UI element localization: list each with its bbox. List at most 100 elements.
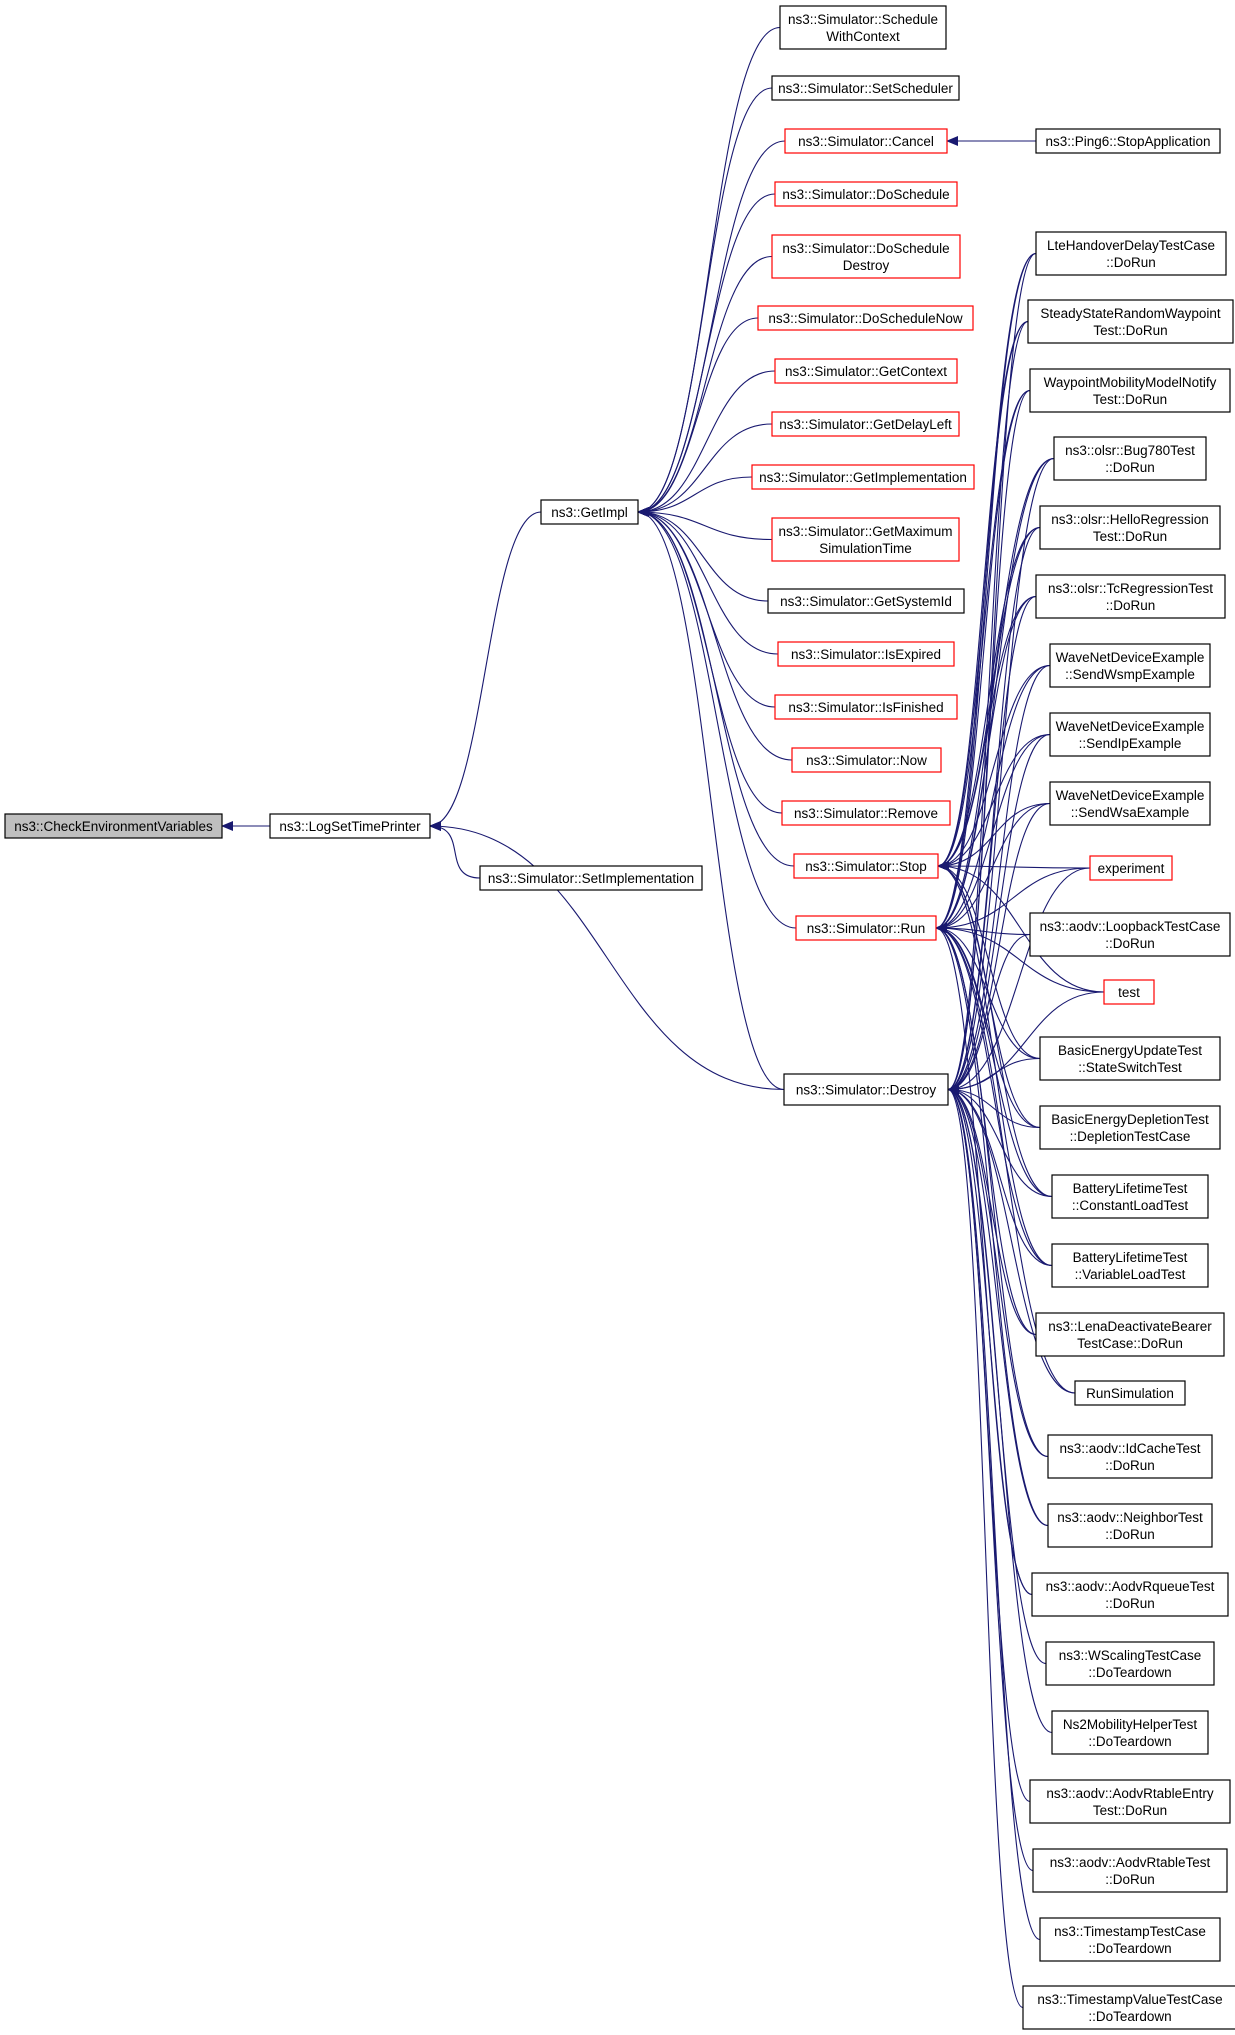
node-label: WaveNetDeviceExample <box>1056 650 1205 665</box>
node-label: ::VariableLoadTest <box>1075 1267 1186 1282</box>
edge-bedt-to-destroy <box>947 1084 1041 1129</box>
edge-lena-to-destroy <box>947 1084 1037 1336</box>
node-rtable[interactable]: ns3::aodv::AodvRtableTest::DoRun <box>1032 1848 1228 1893</box>
edge-bltc-to-run <box>935 923 1053 1198</box>
node-box <box>1047 1503 1213 1548</box>
node-label: ::DoRun <box>1106 255 1156 270</box>
node-ns2mob[interactable]: Ns2MobilityHelperTest::DoTeardown <box>1051 1710 1209 1755</box>
node-wsa[interactable]: WaveNetDeviceExample::SendWsaExample <box>1049 781 1211 826</box>
node-lte[interactable]: LteHandoverDelayTestCase::DoRun <box>1035 231 1227 276</box>
node-getimplm[interactable]: ns3::Simulator::GetImplementation <box>751 464 975 490</box>
node-label: SteadyStateRandomWaypoint <box>1040 306 1221 321</box>
node-isexp[interactable]: ns3::Simulator::IsExpired <box>777 641 955 667</box>
node-cancel[interactable]: ns3::Simulator::Cancel <box>784 128 948 154</box>
node-getsys[interactable]: ns3::Simulator::GetSystemId <box>767 588 965 614</box>
node-bedt[interactable]: BasicEnergyDepletionTest::DepletionTestC… <box>1039 1105 1221 1150</box>
node-box <box>269 813 431 839</box>
node-getctx[interactable]: ns3::Simulator::GetContext <box>774 358 958 384</box>
node-ping6[interactable]: ns3::Ping6::StopApplication <box>1035 128 1221 154</box>
node-run[interactable]: ns3::Simulator::Run <box>795 915 937 941</box>
node-wscaling[interactable]: ns3::WScalingTestCase::DoTeardown <box>1045 1641 1215 1686</box>
edge-isexp-to-getimpl <box>637 507 779 655</box>
node-dosched[interactable]: ns3::Simulator::DoSchedule <box>774 181 958 207</box>
node-label: ::DoRun <box>1105 460 1155 475</box>
node-label: ns3::Simulator::Remove <box>794 806 938 821</box>
edge-lte-to-destroy <box>947 252 1037 1095</box>
edge-ns2mob-to-destroy <box>947 1084 1053 1734</box>
edge-wsmp-to-run <box>935 664 1051 933</box>
node-rqueue[interactable]: ns3::aodv::AodvRqueueTest::DoRun <box>1031 1572 1229 1617</box>
node-getimpl[interactable]: ns3::GetImpl <box>540 499 639 525</box>
node-label: ns3::Simulator::Destroy <box>796 1083 937 1098</box>
node-box <box>1027 299 1234 344</box>
node-neighbor[interactable]: ns3::aodv::NeighborTest::DoRun <box>1047 1503 1213 1548</box>
node-label: ::DepletionTestCase <box>1070 1129 1191 1144</box>
node-box <box>1035 574 1226 619</box>
node-setimpl[interactable]: ns3::Simulator::SetImplementation <box>479 865 703 891</box>
node-label: BasicEnergyUpdateTest <box>1058 1043 1202 1058</box>
edge-hello-to-run <box>935 526 1041 933</box>
node-runsim[interactable]: RunSimulation <box>1074 1380 1186 1406</box>
node-wsmp[interactable]: WaveNetDeviceExample::SendWsmpExample <box>1049 643 1211 688</box>
node-box <box>757 305 974 331</box>
node-label: ns3::Simulator::GetMaximum <box>778 524 952 539</box>
edge-tcreg-to-run <box>935 595 1037 933</box>
node-label: ns3::LenaDeactivateBearer <box>1048 1319 1212 1334</box>
node-isfin[interactable]: ns3::Simulator::IsFinished <box>774 694 958 720</box>
edge-runsim-to-destroy <box>947 1084 1076 1394</box>
node-loopback[interactable]: ns3::aodv::LoopbackTestCase::DoRun <box>1029 912 1231 957</box>
node-label: ns3::aodv::AodvRtableEntry <box>1046 1786 1214 1801</box>
node-beut[interactable]: BasicEnergyUpdateTest::StateSwitchTest <box>1039 1036 1221 1081</box>
node-tcreg[interactable]: ns3::olsr::TcRegressionTest::DoRun <box>1035 574 1226 619</box>
edge-wsa-to-destroy <box>947 802 1051 1095</box>
node-box <box>1049 781 1211 826</box>
node-box <box>779 5 947 50</box>
node-timestamp[interactable]: ns3::TimestampTestCase::DoTeardown <box>1039 1917 1221 1962</box>
node-label: Test::DoRun <box>1093 1803 1167 1818</box>
node-cev[interactable]: ns3::CheckEnvironmentVariables <box>4 813 223 839</box>
node-box <box>767 588 965 614</box>
node-label: WaveNetDeviceExample <box>1056 788 1205 803</box>
node-test[interactable]: test <box>1103 979 1155 1005</box>
node-setsched[interactable]: ns3::Simulator::SetScheduler <box>771 75 960 101</box>
edge-setsched-to-getimpl <box>637 87 773 517</box>
node-idcache[interactable]: ns3::aodv::IdCacheTest::DoRun <box>1047 1434 1213 1479</box>
node-experiment[interactable]: experiment <box>1089 855 1173 881</box>
node-box <box>1029 368 1231 413</box>
edge-rqueue-to-run <box>935 923 1033 1596</box>
node-sendip[interactable]: WaveNetDeviceExample::SendIpExample <box>1049 712 1211 757</box>
node-lstp[interactable]: ns3::LogSetTimePrinter <box>269 813 431 839</box>
node-box <box>771 517 960 562</box>
node-label: ns3::Simulator::DoScheduleNow <box>768 311 963 326</box>
node-stop[interactable]: ns3::Simulator::Stop <box>793 853 939 879</box>
node-doschedn[interactable]: ns3::Simulator::DoScheduleNow <box>757 305 974 331</box>
node-now[interactable]: ns3::Simulator::Now <box>791 747 942 773</box>
node-getdelay[interactable]: ns3::Simulator::GetDelayLeft <box>771 411 960 437</box>
edge-rtable-to-destroy <box>947 1084 1034 1872</box>
node-label: ::DoTeardown <box>1088 1941 1171 1956</box>
node-tsvalue[interactable]: ns3::TimestampValueTestCase::DoTeardown <box>1022 1985 1235 2030</box>
node-destroy[interactable]: ns3::Simulator::Destroy <box>783 1073 949 1106</box>
node-label: ns3::olsr::Bug780Test <box>1065 443 1195 458</box>
edge-dosched-to-getimpl <box>637 193 776 517</box>
node-bltc[interactable]: BatteryLifetimeTest::ConstantLoadTest <box>1051 1174 1209 1219</box>
node-label: ns3::LogSetTimePrinter <box>279 819 421 834</box>
edge-experiment-to-run <box>935 867 1091 933</box>
node-bltv[interactable]: BatteryLifetimeTest::VariableLoadTest <box>1051 1243 1209 1288</box>
node-box <box>774 181 958 207</box>
node-bug780[interactable]: ns3::olsr::Bug780Test::DoRun <box>1053 436 1207 481</box>
node-label: Test::DoRun <box>1093 323 1167 338</box>
node-remove[interactable]: ns3::Simulator::Remove <box>781 800 951 826</box>
node-box <box>783 1073 949 1106</box>
node-box <box>1089 855 1173 881</box>
edge-bltc-to-stop <box>937 861 1053 1198</box>
node-label: ::SendWsmpExample <box>1065 667 1195 682</box>
